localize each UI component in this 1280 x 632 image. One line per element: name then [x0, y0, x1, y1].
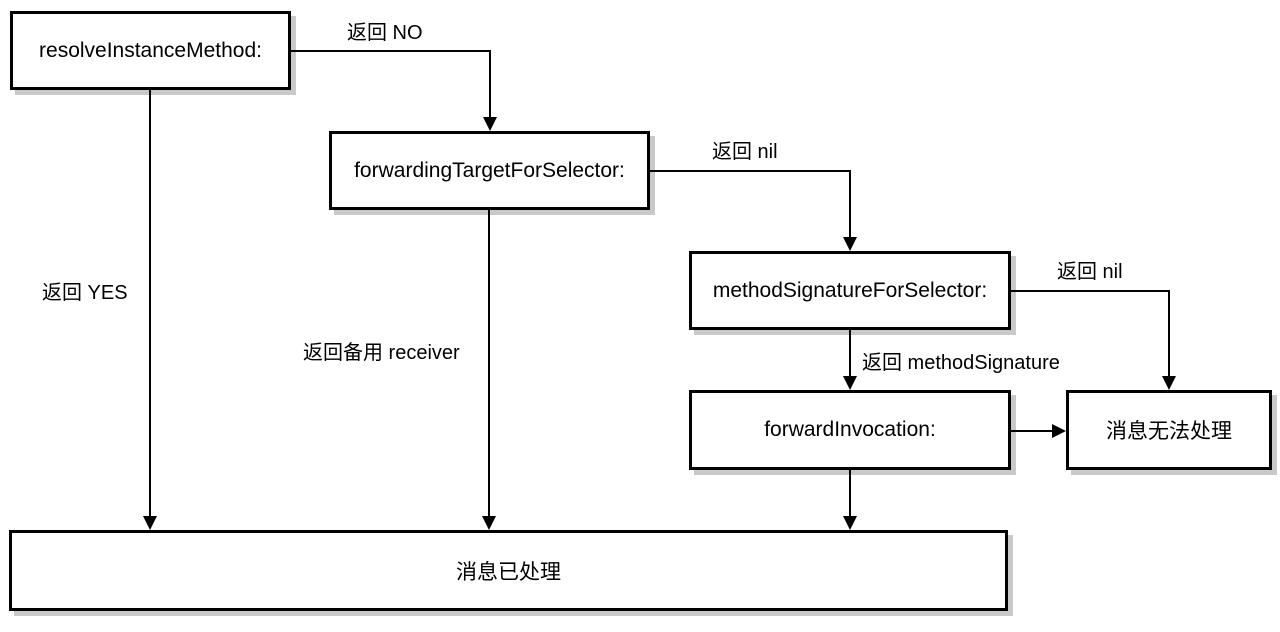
node-resolve-instance-method-label: resolveInstanceMethod:	[39, 38, 262, 62]
edge-forward-invocation-to-unhandled-arrowhead-icon	[1052, 424, 1066, 438]
edge-forward-invocation-to-handled-arrowhead-icon	[843, 516, 857, 530]
edge-label-return-yes: 返回 YES	[42, 282, 128, 304]
edge-return-method-signature-vline	[849, 329, 851, 377]
edge-return-yes-vline	[149, 89, 151, 517]
node-forward-invocation-label: forwardInvocation:	[764, 418, 936, 441]
edge-label-return-method-signature: 返回 methodSignature	[862, 352, 1060, 374]
node-forwarding-target-for-selector: forwardingTargetForSelector:	[329, 131, 650, 210]
edge-return-nil-2-hline	[1009, 290, 1170, 292]
edge-return-no-vline	[489, 50, 491, 118]
edge-forward-invocation-to-handled-vline	[849, 469, 851, 517]
node-message-unhandled-label: 消息无法处理	[1106, 420, 1232, 443]
node-method-signature-for-selector: methodSignatureForSelector:	[689, 251, 1011, 330]
node-message-handled-label: 消息已处理	[456, 560, 561, 584]
edge-return-nil-1-arrowhead-icon	[843, 237, 857, 251]
edge-return-nil-2-arrowhead-icon	[1162, 376, 1176, 390]
node-resolve-instance-method: resolveInstanceMethod:	[10, 11, 291, 90]
edge-label-return-backup-receiver: 返回备用 receiver	[303, 342, 460, 364]
edge-return-no-arrowhead-icon	[483, 117, 497, 131]
edge-return-no-hline	[289, 50, 490, 52]
node-forwarding-target-for-selector-label: forwardingTargetForSelector:	[354, 158, 625, 182]
edge-return-nil-2-vline	[1168, 290, 1170, 377]
node-method-signature-for-selector-label: methodSignatureForSelector:	[712, 278, 988, 302]
edge-return-method-signature-arrowhead-icon	[843, 376, 857, 390]
node-message-unhandled: 消息无法处理	[1066, 390, 1272, 470]
node-message-handled: 消息已处理	[9, 530, 1008, 611]
edge-return-backup-receiver-vline	[488, 209, 490, 517]
edge-label-return-nil-1: 返回 nil	[712, 141, 778, 163]
edge-label-return-no: 返回 NO	[347, 22, 423, 44]
edge-return-yes-arrowhead-icon	[143, 516, 157, 530]
edge-return-nil-1-hline	[648, 170, 851, 172]
edge-label-return-nil-2: 返回 nil	[1057, 261, 1123, 283]
edge-return-nil-1-vline	[849, 170, 851, 238]
edge-forward-invocation-to-unhandled-hline	[1010, 430, 1054, 432]
edge-return-backup-receiver-arrowhead-icon	[482, 516, 496, 530]
node-forward-invocation: forwardInvocation:	[689, 390, 1011, 470]
